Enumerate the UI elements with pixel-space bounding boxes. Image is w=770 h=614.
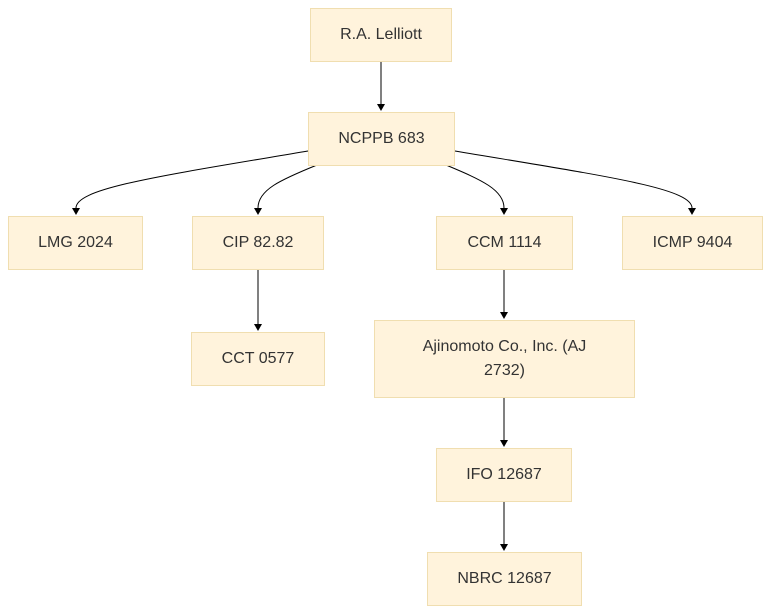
edge-ncppb-to-icmp: [454, 150, 693, 209]
arrowhead-icmp: [688, 208, 696, 215]
node-cct-0577: CCT 0577: [191, 332, 325, 386]
arrowhead-cip: [254, 208, 262, 215]
edge-ncppb-to-cip: [257, 164, 318, 209]
node-ncppb-683: NCPPB 683: [308, 112, 455, 166]
arrowhead-ifo: [500, 440, 508, 447]
node-ifo-12687: IFO 12687: [436, 448, 572, 502]
node-ra-lelliott: R.A. Lelliott: [310, 8, 452, 62]
arrowhead-lmg: [72, 208, 80, 215]
node-ccm-1114: CCM 1114: [436, 216, 573, 270]
arrowhead-ccm: [500, 208, 508, 215]
node-ajinomoto-aj-2732: Ajinomoto Co., Inc. (AJ 2732): [374, 320, 635, 398]
node-nbrc-12687: NBRC 12687: [427, 552, 582, 606]
node-icmp-9404: ICMP 9404: [622, 216, 763, 270]
node-lmg-2024: LMG 2024: [8, 216, 143, 270]
node-cip-82-82: CIP 82.82: [192, 216, 324, 270]
arrowhead-nbrc: [500, 544, 508, 551]
edge-ncppb-to-lmg: [75, 150, 309, 209]
arrowhead-ncppb: [377, 104, 385, 111]
arrowhead-ajinomoto: [500, 312, 508, 319]
arrowhead-cct: [254, 324, 262, 331]
edge-ncppb-to-ccm: [445, 164, 505, 209]
